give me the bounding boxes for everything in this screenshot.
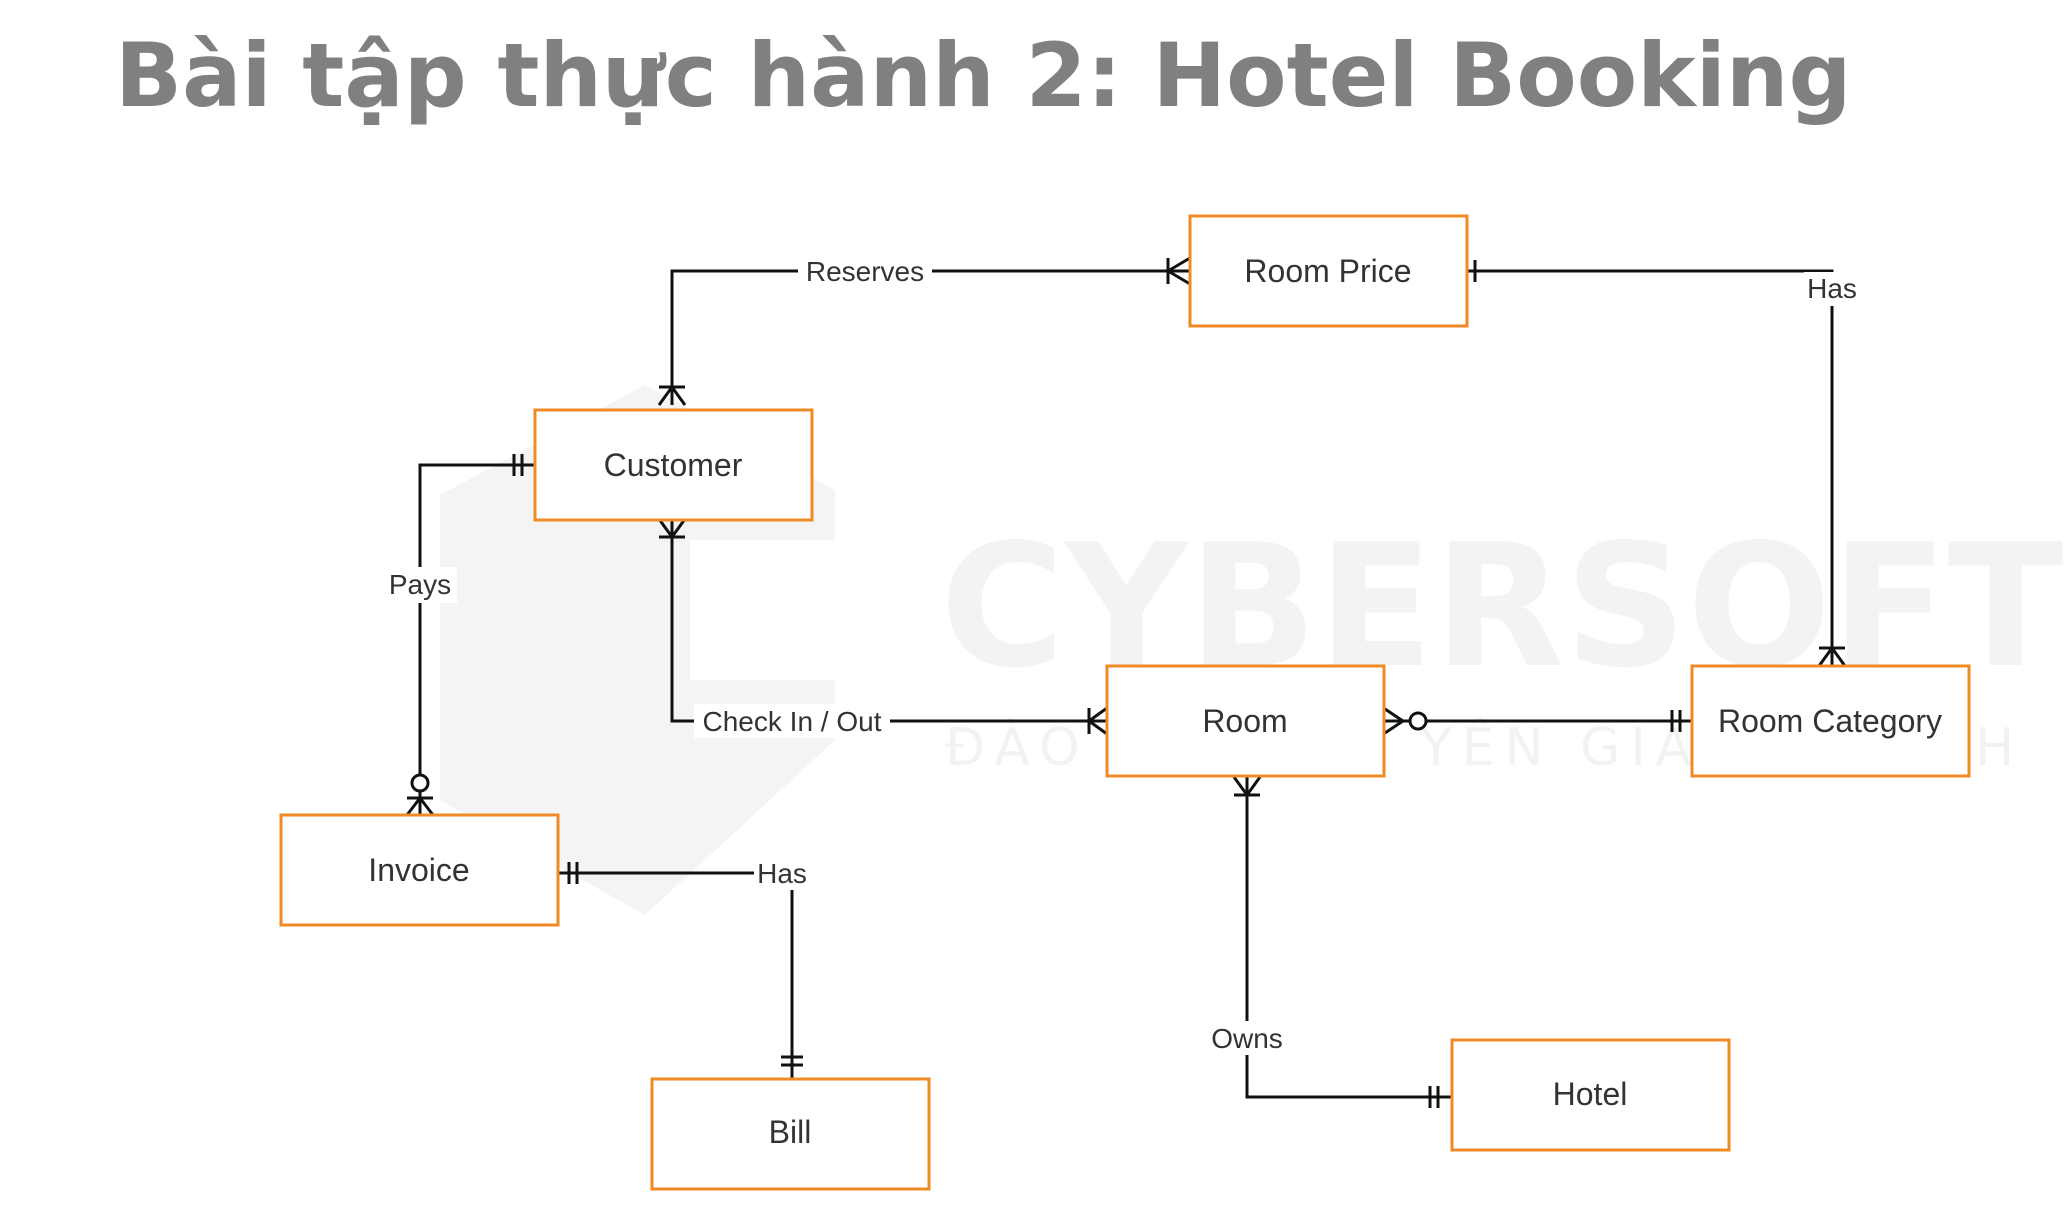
entity-invoice[interactable]: Invoice: [279, 813, 560, 927]
label-has-bill: Has: [757, 858, 807, 889]
entity-room-price-label: Room Price: [1244, 253, 1411, 289]
owns-connector: [1245, 777, 1452, 1099]
entity-invoice-label: Invoice: [368, 852, 469, 888]
entity-bill-label: Bill: [769, 1114, 812, 1150]
label-reserves: Reserves: [806, 256, 924, 287]
watermark-subtitle-left: ĐÀO: [945, 717, 1090, 778]
entity-customer[interactable]: Customer: [533, 408, 814, 522]
label-owns: Owns: [1211, 1023, 1283, 1054]
watermark-subtitle-mid: YÊN GIA: [1419, 717, 1701, 778]
relationship-labels: Reserves Has Pays Check In / Out Has Own…: [383, 255, 1860, 1055]
entity-bill[interactable]: Bill: [650, 1077, 931, 1191]
watermark-logo-cutout: [690, 540, 835, 680]
label-has-price: Has: [1807, 273, 1857, 304]
watermark-subtitle-right: H: [1975, 718, 2014, 778]
label-pays: Pays: [389, 569, 451, 600]
entity-room-label: Room: [1202, 703, 1287, 739]
reserves-connector: [670, 269, 1190, 405]
pays-connector: [418, 463, 535, 815]
has-price-connector: [1467, 269, 1834, 666]
entity-room-category-label: Room Category: [1718, 703, 1942, 739]
entity-customer-label: Customer: [604, 447, 743, 483]
entity-room[interactable]: Room: [1105, 664, 1386, 778]
label-check-in-out: Check In / Out: [703, 706, 882, 737]
entity-hotel[interactable]: Hotel: [1450, 1038, 1731, 1152]
entity-room-price[interactable]: Room Price: [1188, 214, 1469, 328]
entity-room-category[interactable]: Room Category: [1690, 664, 1971, 778]
page-title: Bài tập thực hành 2: Hotel Booking: [115, 24, 1852, 127]
has-bill-connector: [558, 871, 794, 1080]
entity-hotel-label: Hotel: [1553, 1076, 1628, 1112]
check-in-out-connector: [670, 519, 1107, 723]
